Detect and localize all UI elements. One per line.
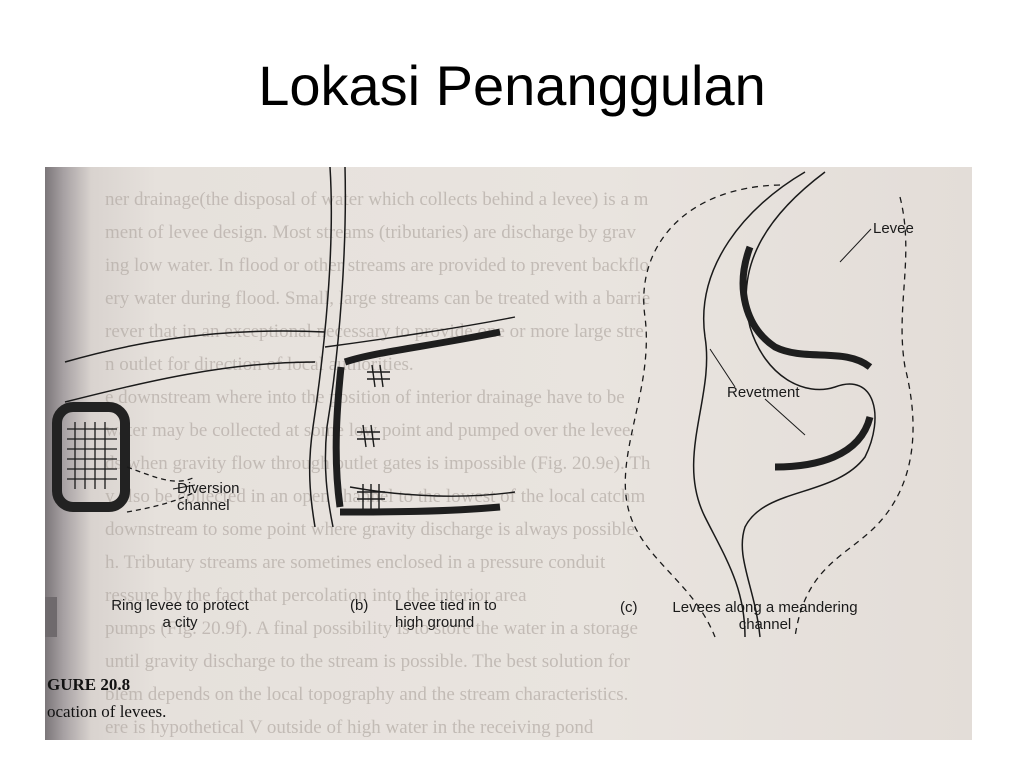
bleed-text-line: ner drainage(the disposal of water which…: [105, 189, 649, 210]
diversion-label-line2: channel: [177, 497, 230, 515]
river-bank-upper: [64, 330, 326, 363]
panel-b-caption: Levee tied in to high ground: [395, 597, 535, 632]
levee-location-figure: ner drainage(the disposal of water which…: [45, 167, 972, 740]
town-grid-1: [367, 364, 390, 388]
bleed-text-line: ds when gravity flow through outlet gate…: [105, 453, 651, 474]
revetment-label: Revetment: [727, 384, 800, 401]
town-grid-3: [357, 484, 385, 509]
panel-a-caption-line1: Ring levee to protect: [111, 597, 249, 614]
main-levee-lower: [339, 503, 501, 516]
figure-caption: ocation of levees.: [47, 702, 167, 721]
panel-c-meander: [624, 171, 914, 638]
channel-bank-inner: [741, 171, 876, 638]
slide-title: Lokasi Penanggulan: [258, 54, 766, 117]
diversion-label-line1: Diversion: [177, 480, 240, 497]
panel-a-ring-levee: [52, 330, 326, 513]
revetment-arrow: [709, 348, 736, 388]
river-bank-upper-b: [324, 316, 516, 348]
bleed-text-line: ing low water. In flood or other streams…: [105, 255, 649, 276]
bleed-text-line: h. Tributary streams are sometimes enclo…: [105, 552, 606, 573]
diversion-channel-line: [126, 466, 196, 482]
river-bank-lower: [64, 361, 316, 403]
panel-c-caption-line2: channel: [738, 616, 792, 634]
panel-b-caption-line2: high ground: [395, 614, 475, 632]
figure-number: GURE 20.8: [47, 675, 131, 694]
bleed-text-line: e downstream where into the position of …: [105, 387, 625, 408]
town-grid-2: [357, 424, 380, 448]
bleed-text-line: ressure by the fact that percolation int…: [105, 585, 527, 606]
river-bank-lower-b: [349, 486, 516, 497]
tributary-bank-right: [324, 167, 347, 528]
channel-bank-outer: [692, 171, 806, 638]
bleed-text-line: until gravity discharge to the stream is…: [105, 651, 630, 672]
levee-label: Levee: [873, 220, 914, 237]
ring-levee: [52, 402, 130, 512]
bleed-text-line: water may be collected at some low point…: [105, 420, 636, 441]
diversion-leader: [172, 484, 196, 490]
panel-a-caption-line2: a city: [162, 614, 198, 632]
panel-a-caption: Ring levee to protect a city: [80, 597, 280, 632]
panel-b-marker: (b): [350, 597, 369, 614]
panel-c-marker: (c): [620, 599, 638, 616]
bleed-text-line: y also be collected in an open channel t…: [105, 486, 646, 507]
tributary-bank-left: [308, 167, 333, 528]
bleed-text-line: rever that in an exceptional necessary t…: [105, 321, 644, 342]
revetment-heavy-lower: [774, 415, 874, 471]
levee-diagrams: [45, 167, 914, 638]
levee-dashed-outer: [624, 184, 781, 638]
levee-leader: [839, 228, 872, 263]
bleed-text-line: downstream to some point where gravity d…: [105, 519, 635, 540]
bleed-text-line: ere is hypothetical V outside of high wa…: [105, 717, 594, 738]
diversion-channel-line: [126, 491, 196, 513]
main-levee-upper: [343, 328, 501, 366]
caption-divider-shade: [45, 597, 57, 637]
bleed-text-line: ery water during flood. Small, large str…: [105, 288, 651, 309]
panel-c-caption: Levees along a meandering channel: [645, 599, 885, 634]
main-levee-side: [332, 366, 345, 508]
panel-c-caption-line1: Levees along a meandering: [672, 599, 858, 616]
levee-dashed-inner: [794, 196, 914, 638]
bleed-text-line: pumps (Fig. 20.9f). A final possibility …: [105, 618, 638, 639]
diversion-channel-label: Diversion channel: [177, 480, 240, 515]
bleed-text-line: blem depends on the local topography and…: [105, 684, 629, 705]
bleed-text-line: ment of levee design. Most streams (trib…: [105, 222, 636, 243]
revetment-arrow: [764, 398, 806, 436]
panel-b-tied-levee: [308, 167, 516, 528]
city-grid: [67, 422, 117, 489]
panel-b-caption-line1: Levee tied in to: [395, 597, 497, 614]
revetment-heavy: [739, 245, 873, 370]
